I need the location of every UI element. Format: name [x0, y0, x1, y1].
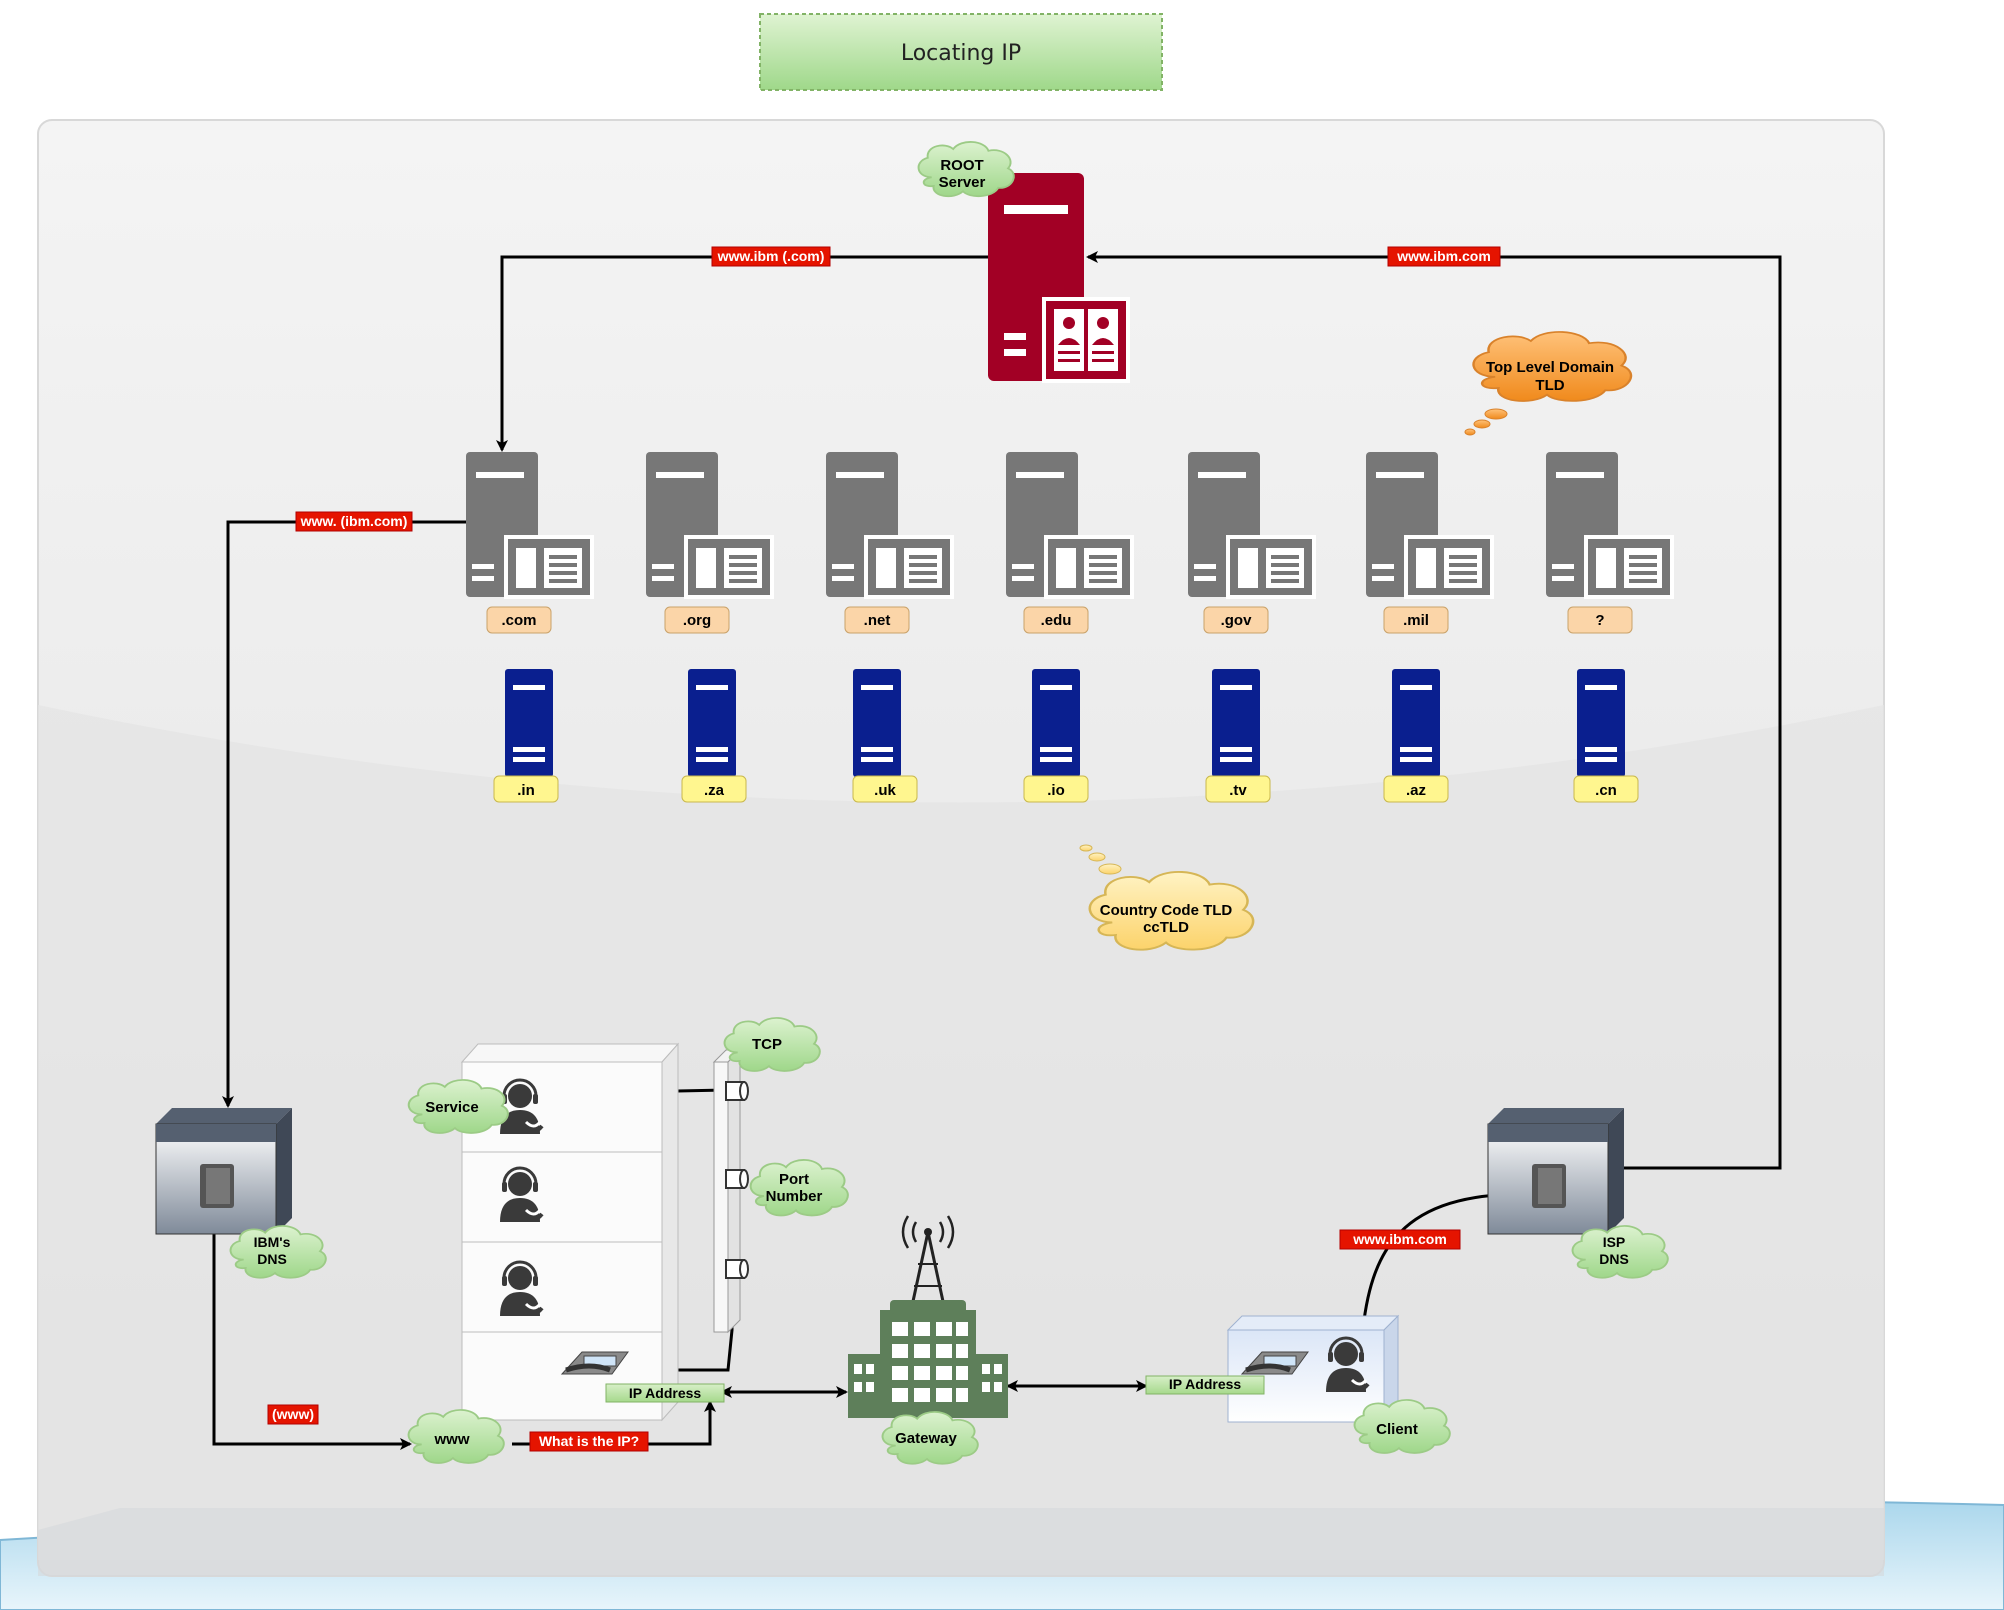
cc-server-in[interactable] — [505, 669, 553, 777]
flow-label-isp-to-root: www.ibm.com — [1396, 248, 1491, 264]
tld-tag: .com — [501, 612, 536, 629]
cc-tags: .in .za .uk .io .tv .az .cn — [493, 775, 1639, 803]
page-title: Locating IP — [901, 41, 1021, 66]
tcp-port-2[interactable] — [725, 1169, 749, 1189]
tld-tag: .gov — [1221, 612, 1252, 629]
ip-address-server-label: IP Address — [629, 1385, 702, 1401]
gateway-label: Gateway — [895, 1430, 957, 1447]
cctld-cloud-line1: Country Code TLD — [1100, 902, 1233, 919]
cc-tag: .io — [1047, 782, 1065, 799]
tld-cloud-line1: Top Level Domain — [1486, 359, 1614, 376]
cc-tag: .uk — [874, 782, 896, 799]
gateway-building-icon[interactable] — [848, 1215, 1008, 1418]
cc-server-uk[interactable] — [853, 669, 901, 777]
cc-tag: .za — [704, 782, 725, 799]
tld-tag: .org — [683, 612, 711, 629]
isp-dns-label-line1: ISP — [1603, 1234, 1626, 1250]
title-banner: Locating IP — [759, 13, 1163, 91]
cctld-thought-cloud: Country Code TLD ccTLD — [1079, 844, 1255, 951]
cc-tag: .cn — [1595, 782, 1617, 799]
client-label: Client — [1376, 1421, 1418, 1438]
cc-tag: .az — [1406, 782, 1426, 799]
ibm-dns-label-line2: DNS — [257, 1251, 287, 1267]
flow-label-ibmdns-to-www: (www) — [272, 1406, 314, 1422]
tld-tag: .edu — [1041, 612, 1072, 629]
cc-tag: .in — [517, 782, 535, 799]
cc-server-za[interactable] — [688, 669, 736, 777]
ibm-dns-icon[interactable] — [155, 1108, 292, 1235]
ibm-dns-label-line1: IBM's — [254, 1234, 291, 1250]
ip-address-client-box[interactable] — [1145, 1375, 1265, 1395]
isp-dns-label-line2: DNS — [1599, 1251, 1629, 1267]
tld-cloud-line2: TLD — [1535, 377, 1564, 394]
tld-tag: .net — [864, 612, 891, 629]
tld-tag: ? — [1595, 612, 1604, 629]
tld-tags: .com .org .net .edu .gov .mil ? — [486, 606, 1633, 634]
cc-server-az[interactable] — [1392, 669, 1440, 777]
cctld-cloud-line2: ccTLD — [1143, 919, 1189, 936]
root-server-label-line2: Server — [939, 174, 986, 191]
flow-label-www-to-ip: What is the IP? — [539, 1433, 639, 1449]
flow-label-com-to-ibmdns: www. (ibm.com) — [300, 513, 408, 529]
cc-server-io[interactable] — [1032, 669, 1080, 777]
edge-ibmdns-to-www — [212, 1234, 412, 1450]
cc-server-tv[interactable] — [1212, 669, 1260, 777]
isp-dns-icon[interactable] — [1487, 1108, 1624, 1235]
client-phone-icon — [1240, 1351, 1309, 1375]
flow-label-client-to-isp: www.ibm.com — [1352, 1231, 1447, 1247]
www-label: www — [433, 1431, 469, 1448]
cc-tag: .tv — [1229, 782, 1247, 799]
tld-thought-cloud: Top Level Domain TLD — [1464, 330, 1633, 436]
port-number-label-line1: Port — [779, 1171, 809, 1188]
flow-label-root-to-com: www.ibm (.com) — [717, 248, 825, 264]
ip-address-client-label: IP Address — [1169, 1376, 1242, 1392]
tld-tag: .mil — [1403, 612, 1429, 629]
tcp-label: TCP — [752, 1036, 782, 1053]
service-label: Service — [425, 1099, 478, 1116]
ip-address-server-box[interactable] — [605, 1383, 725, 1403]
port-number-label-line2: Number — [766, 1188, 823, 1205]
root-server-icon — [988, 173, 1130, 383]
tcp-port-3[interactable] — [725, 1259, 749, 1279]
root-server-label-line1: ROOT — [940, 157, 983, 174]
phone-icon — [560, 1351, 629, 1375]
flow-labels: www.ibm (.com) www.ibm.com www. (ibm.com… — [267, 246, 1501, 1452]
tcp-port-1[interactable] — [725, 1081, 749, 1101]
cc-server-cn[interactable] — [1577, 669, 1625, 777]
